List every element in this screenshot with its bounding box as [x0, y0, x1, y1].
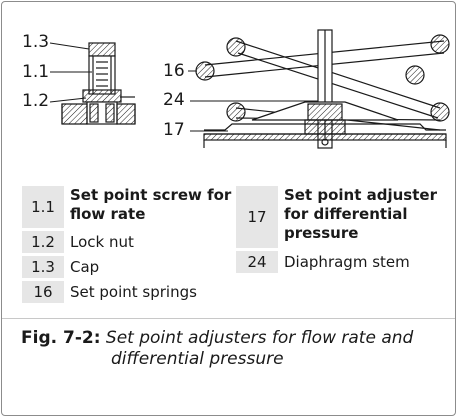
legend-label: Diaphragm stem: [284, 253, 410, 271]
caption-text-line1: Set point adjusters for flow rate and: [105, 328, 414, 348]
legend-label: pressure: [284, 224, 359, 242]
callout-16: 16: [163, 61, 185, 81]
legend-label: Set point adjuster: [284, 186, 437, 204]
callout-24: 24: [163, 90, 185, 110]
callout-1-3: 1.3: [22, 32, 50, 52]
left-leader-lines: [49, 42, 92, 103]
legend-label: flow rate: [70, 205, 146, 223]
figure-caption: Fig. 7-2: Set point adjusters for flow r…: [21, 328, 441, 370]
caption-text-line2: differential pressure: [111, 349, 284, 369]
callout-17: 17: [163, 120, 185, 140]
legend-label: for differential: [284, 205, 408, 223]
screw-assembly-drawing: [61, 42, 136, 125]
legend-label: Set point springs: [70, 283, 197, 301]
legend-num: 1.3: [22, 256, 64, 278]
spring-adjuster-drawing: [195, 29, 450, 149]
legend-num: 17: [236, 186, 278, 248]
legend-label: Lock nut: [70, 233, 134, 251]
caption-divider: [2, 318, 455, 319]
figure-number: Fig. 7-2:: [21, 328, 101, 348]
legend-num: 24: [236, 251, 278, 273]
callout-1-1: 1.1: [22, 62, 50, 82]
legend-num: 1.1: [22, 186, 64, 228]
legend-num: 16: [22, 281, 64, 303]
legend-num: 1.2: [22, 231, 64, 253]
legend-label: Set point screw for: [70, 186, 232, 204]
legend-label: Cap: [70, 258, 100, 276]
callout-1-2: 1.2: [22, 91, 50, 111]
right-leader-lines: [188, 70, 318, 132]
